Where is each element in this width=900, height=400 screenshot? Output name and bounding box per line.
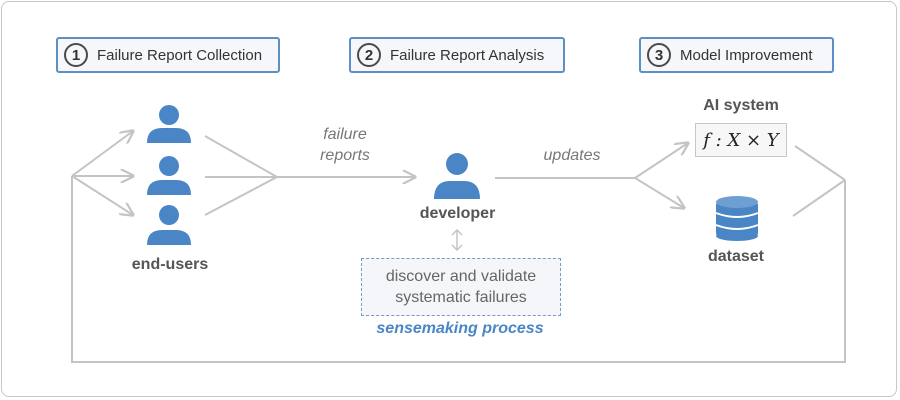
end-users-label: end-users [131,256,209,273]
stage-number: 2 [357,43,381,67]
double-arrow-icon [451,228,463,252]
failure-reports-line1: failure [323,126,367,143]
arrow-to-dataset [634,177,684,208]
person-icon [147,205,191,245]
arrow-to-user-3 [71,175,133,215]
sensemaking-line1: discover and validate [385,268,537,285]
feedback-loop-line [71,176,846,363]
stage-number: 3 [647,43,671,67]
ai-system-label: AI system [703,97,779,114]
person-icon [147,156,191,195]
dataset-to-loop [792,179,846,217]
developer-label: developer [419,205,496,222]
stage-failure-report-collection: 1 Failure Report Collection [56,37,280,73]
stage-model-improvement: 3 Model Improvement [639,37,834,73]
sensemaking-process-label: sensemaking process [376,320,544,337]
ai-system-formula: f : X × Y [703,129,779,151]
updates-label: updates [543,147,601,164]
person-icon [434,153,480,199]
arrow-to-user-1 [71,131,133,177]
dataset-label: dataset [707,248,765,265]
stage-label: Failure Report Collection [97,46,263,64]
stage-number: 1 [64,43,88,67]
stage-label: Failure Report Analysis [390,46,545,64]
ai-system-formula-box: f : X × Y [695,123,787,157]
connector-lines [71,131,846,363]
merge-line-3 [204,176,278,216]
failure-reports-label: failure reports [300,124,390,166]
arrow-to-ai-system [634,143,688,179]
stage-failure-report-analysis: 2 Failure Report Analysis [349,37,565,73]
sensemaking-box: discover and validate systematic failure… [361,258,561,316]
sensemaking-line2: systematic failures [395,289,527,306]
failure-reports-line2: reports [320,147,370,164]
stage-label: Model Improvement [680,46,813,64]
person-icon [147,105,191,143]
ai-system-to-loop [794,145,846,181]
merge-line-1 [204,135,278,178]
database-icon [715,196,759,241]
